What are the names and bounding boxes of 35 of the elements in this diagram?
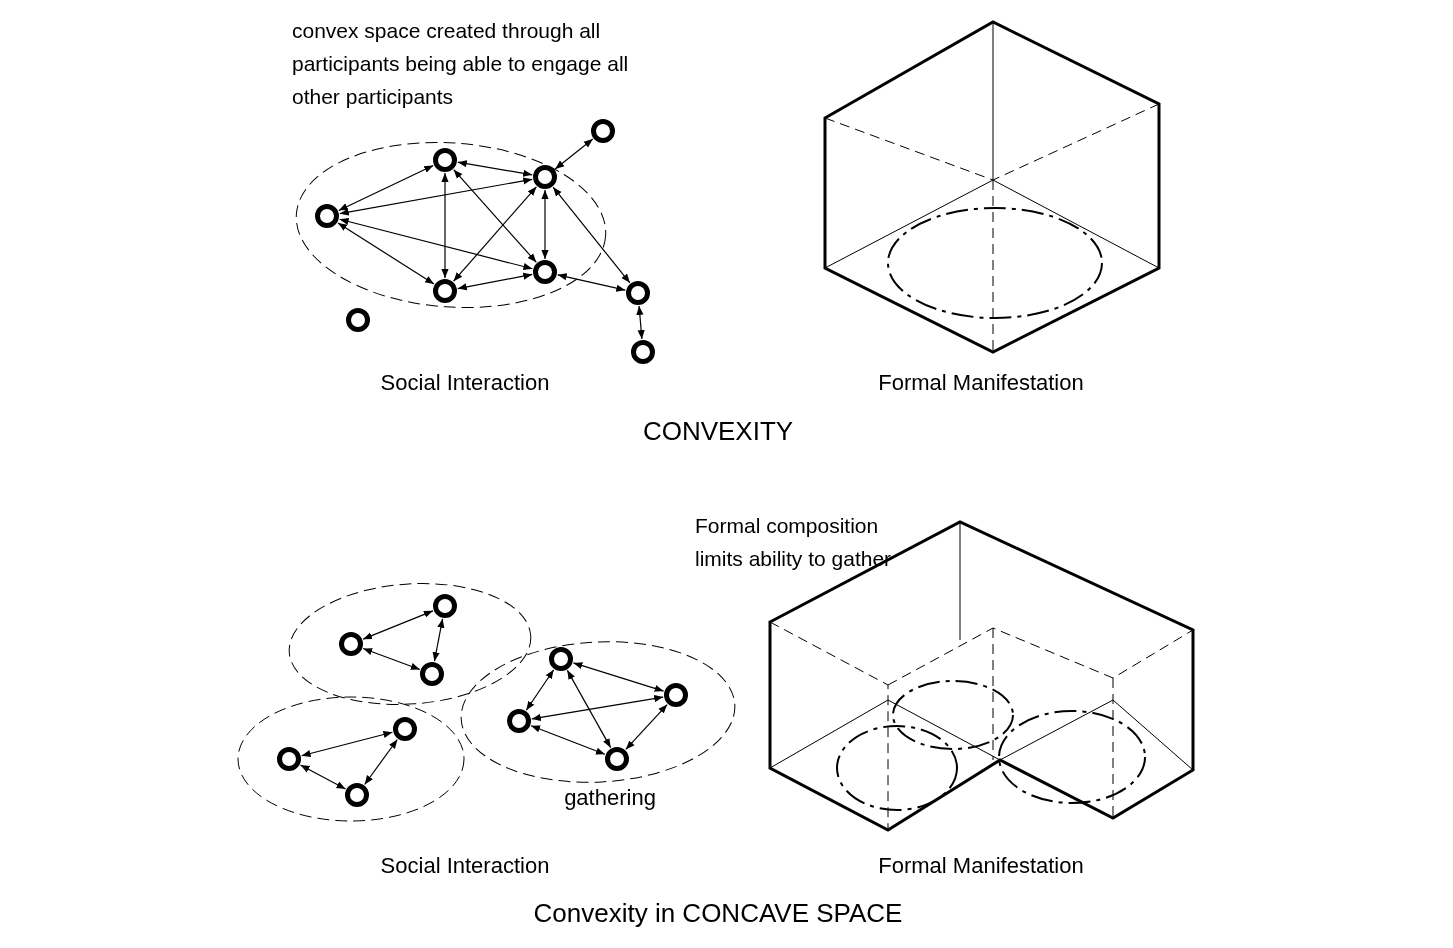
caption-text: Social Interaction [379,852,551,880]
double-arrow [453,169,537,263]
double-arrow [625,703,668,751]
caption-text: Formal composition limits ability to gather [695,513,893,572]
caption-text: convex space created through all participants being able to engage all other participants [292,18,630,110]
double-arrow [362,647,421,671]
double-arrow [301,731,393,757]
double-arrow [338,164,434,212]
caption-text: Convexity in CONCAVE SPACE [532,897,904,930]
caption-text: CONVEXITY [641,415,795,448]
double-arrow [337,222,435,285]
double-arrow [554,138,594,170]
double-arrow [362,610,434,640]
double-arrow [457,272,533,291]
double-arrow [552,186,631,284]
double-arrow [441,172,449,279]
double-arrow [530,725,606,755]
double-arrow [364,738,398,786]
caption-text: Social Interaction [379,369,551,397]
double-arrow [557,273,626,292]
caption-text: Formal Manifestation [877,369,1085,397]
caption-text: Formal Manifestation [877,852,1085,880]
double-arrow [299,764,347,790]
double-arrow [572,662,665,692]
double-arrow [339,218,533,270]
double-arrow [531,695,664,721]
double-arrow [339,177,533,216]
caption-text: gathering [563,784,657,812]
double-arrow [566,669,612,749]
double-arrow [432,618,445,662]
double-arrow [541,189,549,260]
double-arrow [457,160,533,177]
double-arrow [636,305,645,340]
double-arrow [452,186,538,282]
double-arrow [525,669,555,711]
